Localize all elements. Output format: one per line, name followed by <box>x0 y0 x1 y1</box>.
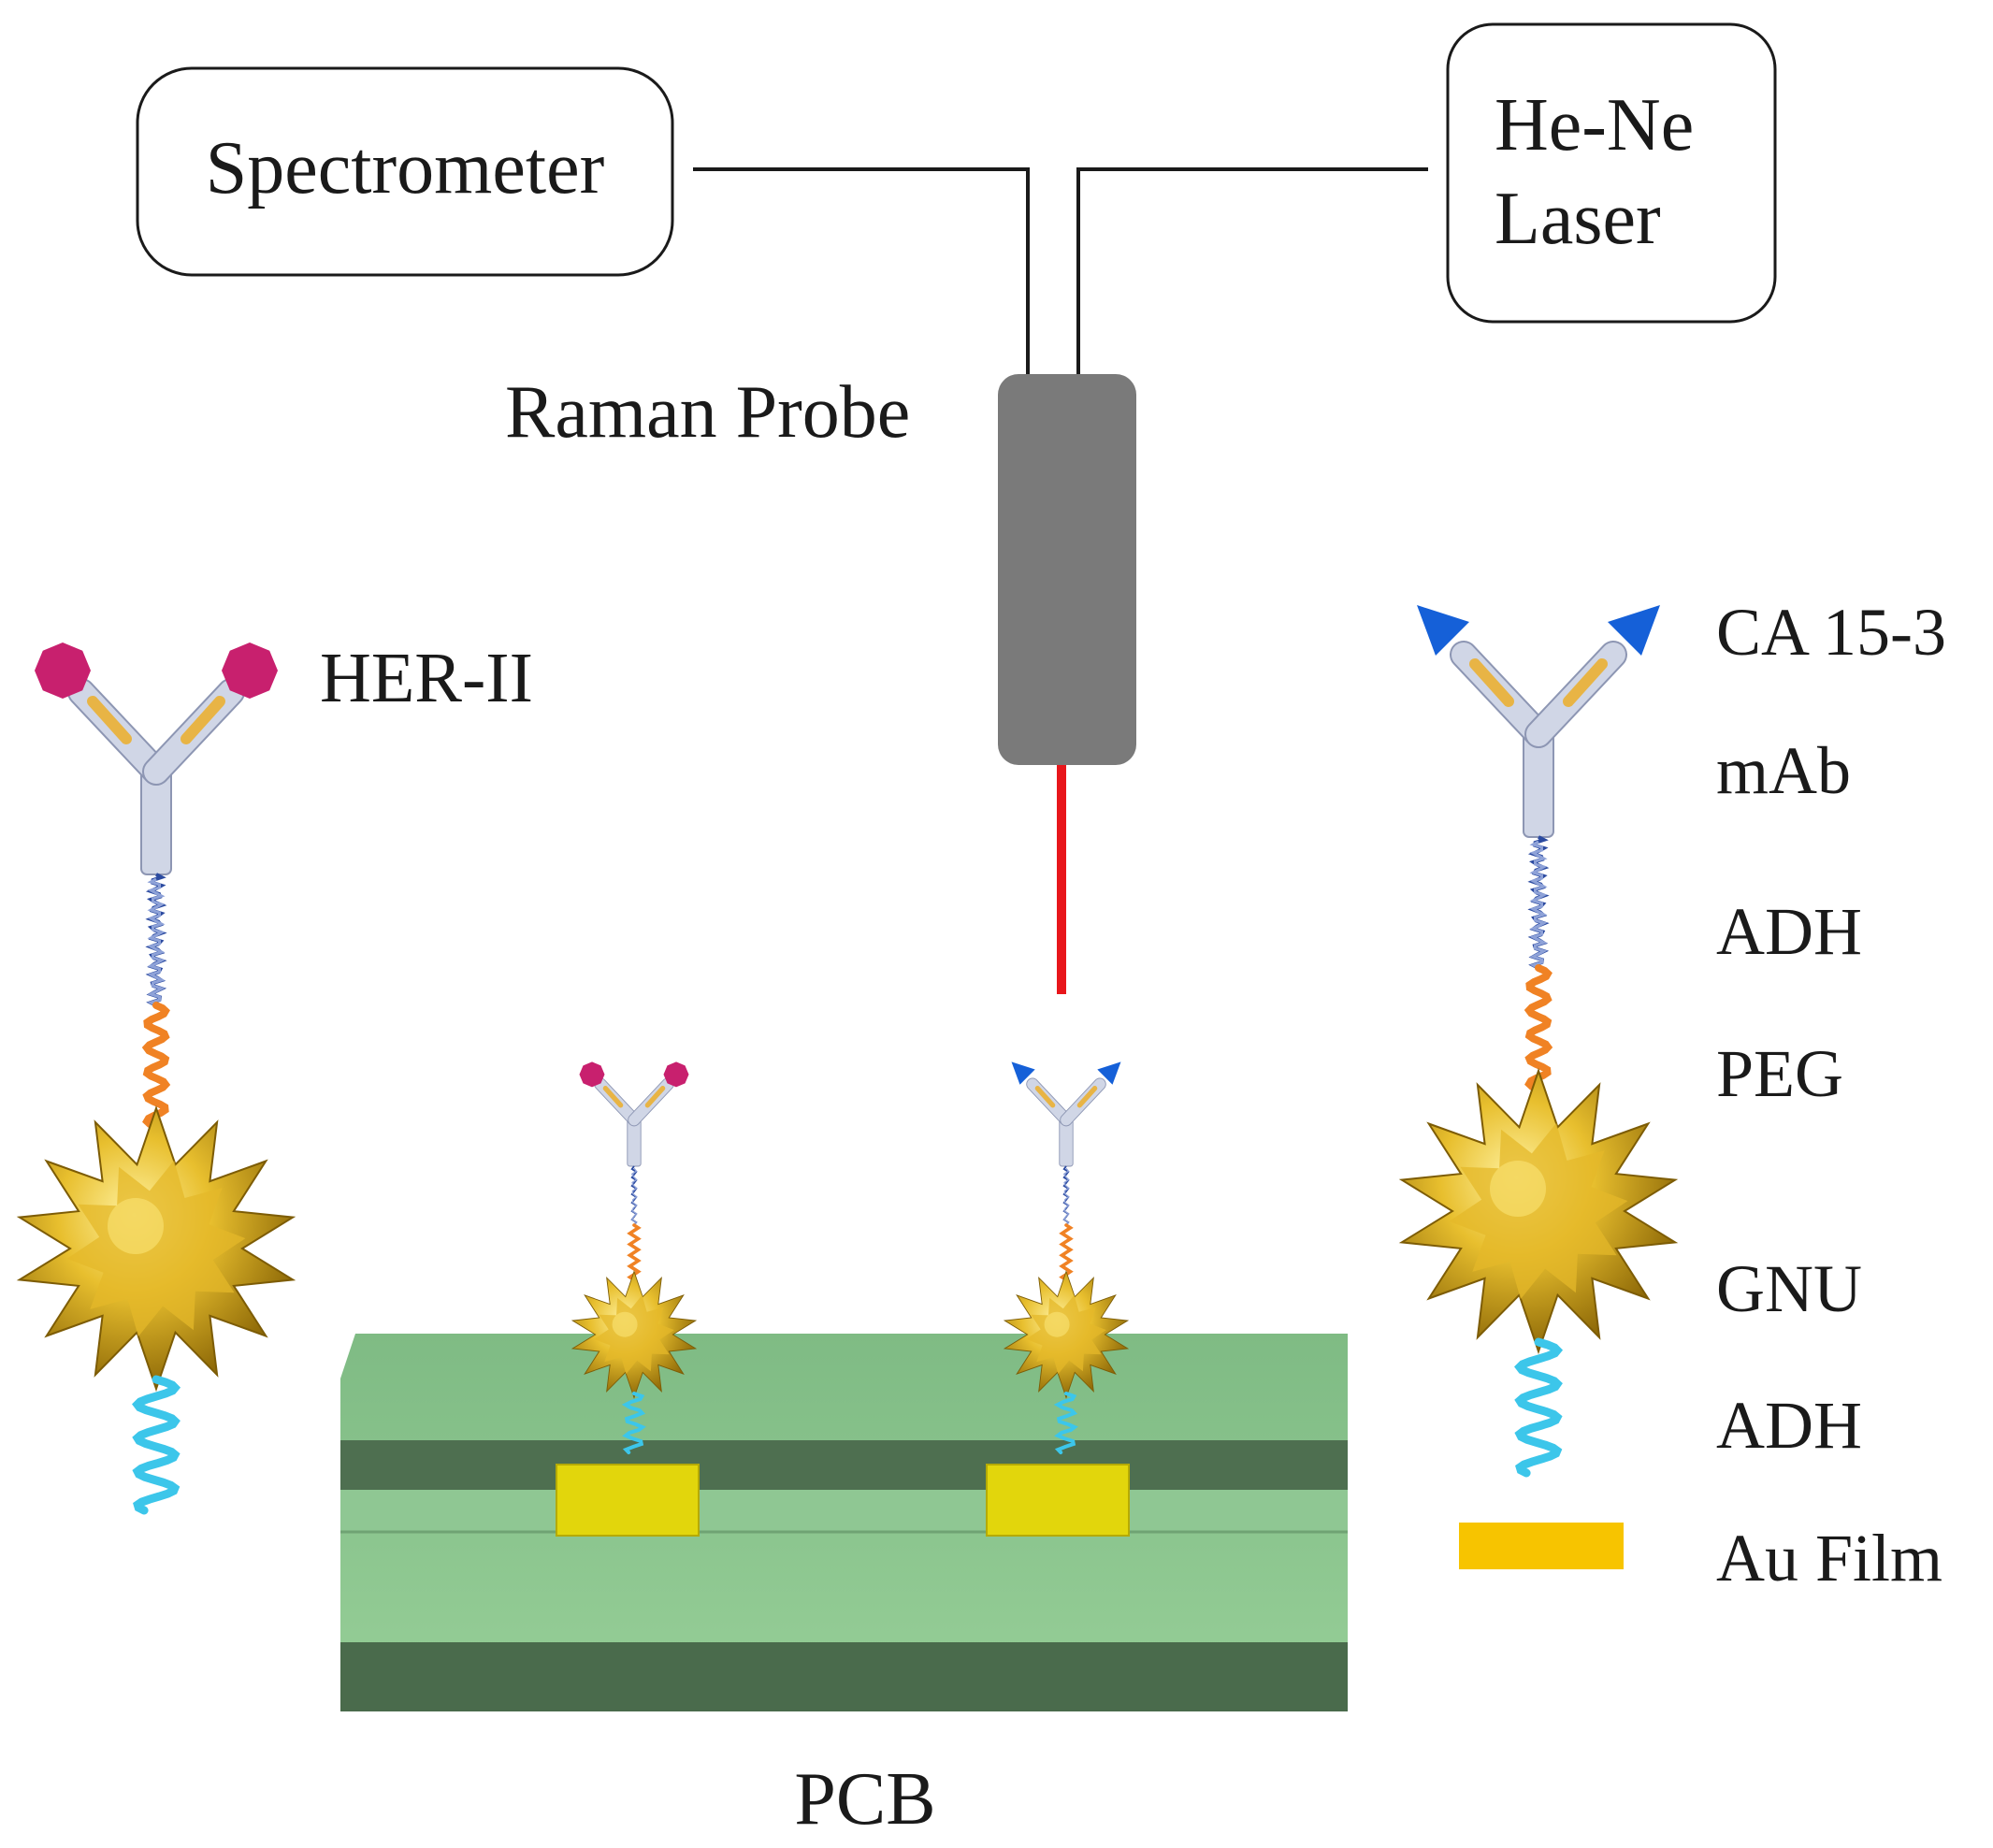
ca153-antigen <box>1608 605 1660 656</box>
label-gnu: GNU <box>1716 1251 1862 1326</box>
fab-segment <box>602 1086 624 1108</box>
fiber-to-laser <box>1076 167 1428 374</box>
ca153-antigen <box>1417 605 1469 656</box>
adh-linker-bottom <box>1514 1337 1564 1478</box>
her2-assembly-large <box>16 642 296 1515</box>
raman-probe <box>998 374 1136 765</box>
her2-assembly-on-pcb <box>570 1061 698 1455</box>
au-film <box>1459 1523 1624 1569</box>
gold-pad-left <box>556 1464 700 1537</box>
laser-label-line1: He-Ne <box>1495 84 1694 166</box>
fab-segment <box>1469 658 1514 707</box>
fab-segment <box>1076 1086 1098 1108</box>
label-adh-top: ADH <box>1716 894 1862 969</box>
laser-beam <box>1057 765 1066 994</box>
pcb-inner-layer <box>340 1440 1348 1492</box>
label-au-film: Au Film <box>1716 1521 1942 1595</box>
fab-segment <box>1034 1086 1056 1108</box>
label-adh-bottom: ADH <box>1716 1388 1862 1463</box>
peg-linker <box>627 1223 642 1282</box>
label-mab: mAb <box>1716 733 1851 808</box>
fab-segment <box>644 1086 666 1108</box>
fab-segment <box>181 696 225 744</box>
gold-pad-right <box>986 1464 1130 1537</box>
adh-linker-bottom <box>1053 1391 1078 1455</box>
fab-segment <box>1563 658 1608 707</box>
pcb-bottom-layer <box>340 1642 1348 1711</box>
adh-linker-bottom <box>621 1391 646 1455</box>
spectrometer-box: Spectrometer <box>136 66 674 277</box>
laser-label-line2: Laser <box>1495 178 1661 260</box>
peg-linker <box>1059 1223 1074 1282</box>
laser-box: He-Ne Laser <box>1446 22 1777 324</box>
ca153-antigen <box>1011 1061 1035 1085</box>
layer-labels: CA 15-3 mAb ADH PEG GNU ADH Au Film <box>1716 595 1946 1595</box>
pcb-board <box>340 1334 1348 1711</box>
label-ca153: CA 15-3 <box>1716 595 1946 670</box>
raman-probe-label: Raman Probe <box>505 371 910 454</box>
her2-label: HER-II <box>320 639 533 717</box>
spectrometer-label: Spectrometer <box>206 127 604 209</box>
peg-linker <box>141 1002 171 1131</box>
fiber-to-spectrometer <box>693 167 1030 374</box>
ca153-assembly-on-pcb <box>1003 1061 1130 1455</box>
ca153-antigen <box>1097 1061 1121 1085</box>
peg-linker <box>1524 964 1553 1093</box>
ca153-assembly-large <box>1398 605 1679 1478</box>
fab-segment <box>87 696 132 744</box>
label-peg: PEG <box>1716 1036 1843 1111</box>
pcb-label: PCB <box>794 1758 935 1841</box>
adh-linker-bottom <box>132 1375 181 1515</box>
